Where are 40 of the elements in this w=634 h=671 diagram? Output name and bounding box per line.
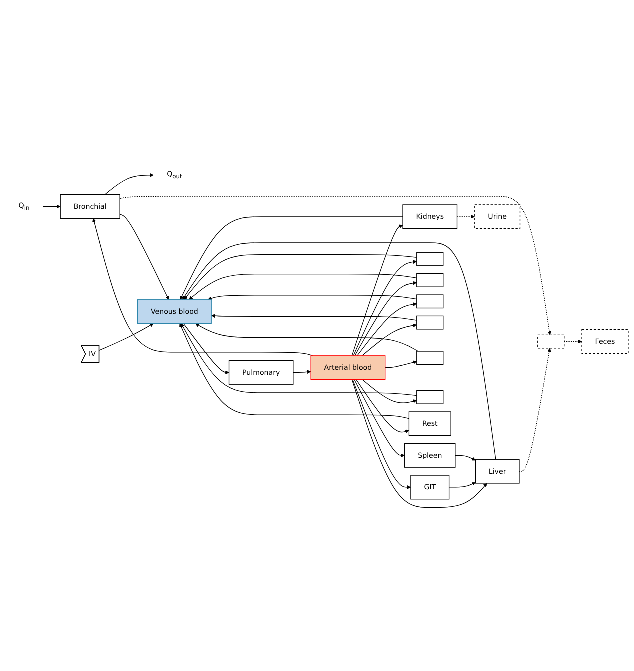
node-box xyxy=(416,352,444,366)
node-box xyxy=(416,274,444,288)
arrow xyxy=(564,340,582,344)
arrow xyxy=(519,348,552,472)
arrow xyxy=(42,205,61,210)
arrow xyxy=(362,380,418,404)
arrow xyxy=(183,324,230,375)
arrow xyxy=(189,274,418,300)
arrow xyxy=(184,254,418,300)
arrow xyxy=(353,260,418,357)
arrow xyxy=(357,302,418,357)
node-box xyxy=(416,316,444,330)
arrow xyxy=(455,456,476,462)
arrow xyxy=(354,282,418,357)
node-box xyxy=(416,295,444,309)
arrow xyxy=(293,370,312,374)
arrow xyxy=(352,380,488,508)
node-box xyxy=(416,390,444,405)
arrow xyxy=(208,295,418,301)
arrow xyxy=(180,324,410,420)
arrow xyxy=(448,482,476,488)
arrow xyxy=(182,242,496,460)
node-box xyxy=(538,335,565,350)
arrow xyxy=(92,218,314,357)
arrow xyxy=(356,380,410,434)
arrow xyxy=(352,380,412,490)
arrow xyxy=(211,314,418,322)
arrow xyxy=(180,216,404,300)
arrow xyxy=(354,380,406,458)
arrow xyxy=(456,215,476,220)
arrow xyxy=(99,324,154,352)
arrow xyxy=(120,196,552,336)
arrow xyxy=(195,324,419,352)
arrow xyxy=(120,214,170,300)
arrow xyxy=(104,174,154,196)
arrow xyxy=(362,324,418,357)
arrow xyxy=(352,225,404,357)
arrow xyxy=(181,324,418,396)
arrow xyxy=(385,361,418,369)
node-box xyxy=(416,252,444,267)
